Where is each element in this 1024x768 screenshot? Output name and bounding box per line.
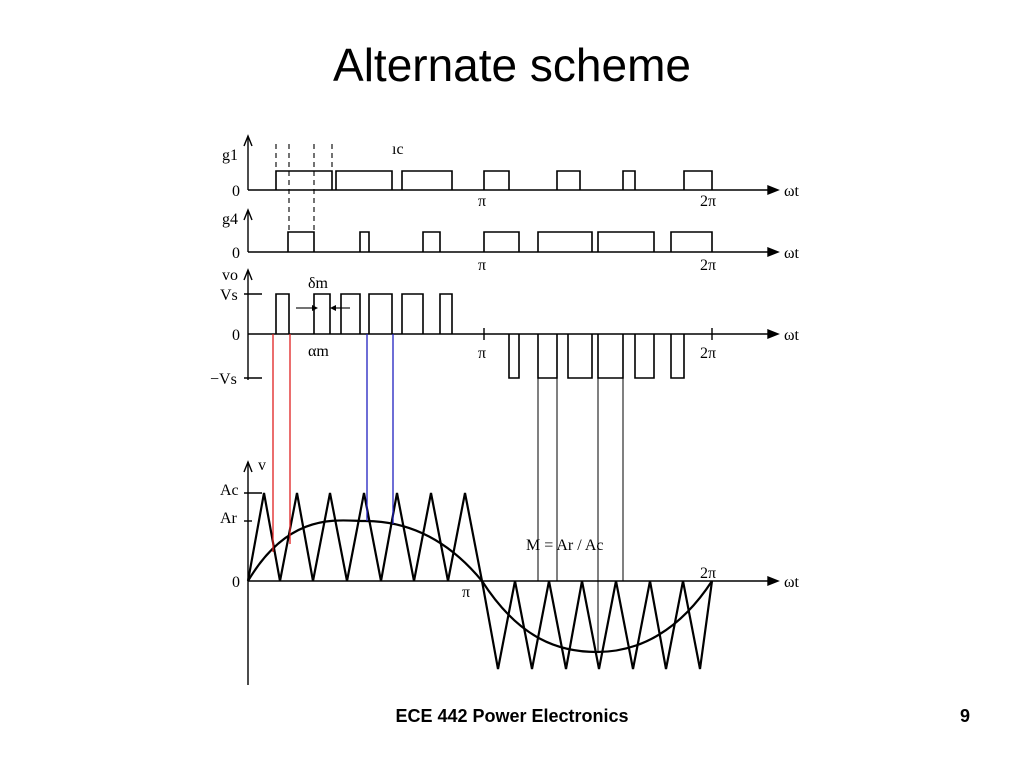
- vo-2pi-label: 2π: [700, 345, 716, 362]
- delta-m-label: δm: [308, 275, 329, 292]
- g1-label: g1: [222, 147, 238, 164]
- vo-omega-t-label: ωt: [784, 327, 800, 344]
- g1-2pi-label: 2π: [700, 193, 716, 210]
- vo-pulse-train: [275, 293, 685, 379]
- neg-vs-label: −Vs: [210, 371, 237, 388]
- vo-pi-label: π: [478, 345, 486, 362]
- g1-pulse-train: [275, 170, 713, 190]
- g4-label: g4: [222, 211, 238, 228]
- alpha-m-label: αm: [308, 343, 329, 360]
- g4-zero-label: 0: [232, 245, 240, 262]
- g1-pi-label: π: [478, 193, 486, 210]
- v-2pi-label: 2π: [700, 565, 716, 582]
- ac-label: Ac: [220, 482, 239, 499]
- blue-marker-lines: [366, 334, 394, 524]
- reference-sine-wave: [247, 519, 713, 654]
- v-omega-t-label: ωt: [784, 574, 800, 591]
- g1-omega-t-label: ωt: [784, 183, 800, 200]
- slide-title: Alternate scheme: [333, 39, 691, 91]
- ar-label: Ar: [220, 510, 238, 527]
- page-number: 9: [959, 706, 970, 726]
- g1-zero-label: 0: [232, 183, 240, 200]
- red-marker-lines: [272, 334, 291, 552]
- g4-2pi-label: 2π: [700, 257, 716, 274]
- g4-pi-label: π: [478, 257, 486, 274]
- v-label: v: [258, 457, 266, 474]
- tc-label: ıc: [392, 141, 404, 158]
- slide-footer: ECE 442 Power Electronics: [395, 706, 629, 726]
- v-zero-label: 0: [232, 574, 240, 591]
- v-pi-label: π: [462, 584, 470, 601]
- vs-label: Vs: [220, 287, 238, 304]
- g4-omega-t-label: ωt: [784, 245, 800, 262]
- vo-label: vo: [222, 267, 238, 284]
- g4-pulse-train: [287, 231, 713, 252]
- modulation-index-formula: M = Ar / Ac: [526, 537, 603, 554]
- vo-zero-label: 0: [232, 327, 240, 344]
